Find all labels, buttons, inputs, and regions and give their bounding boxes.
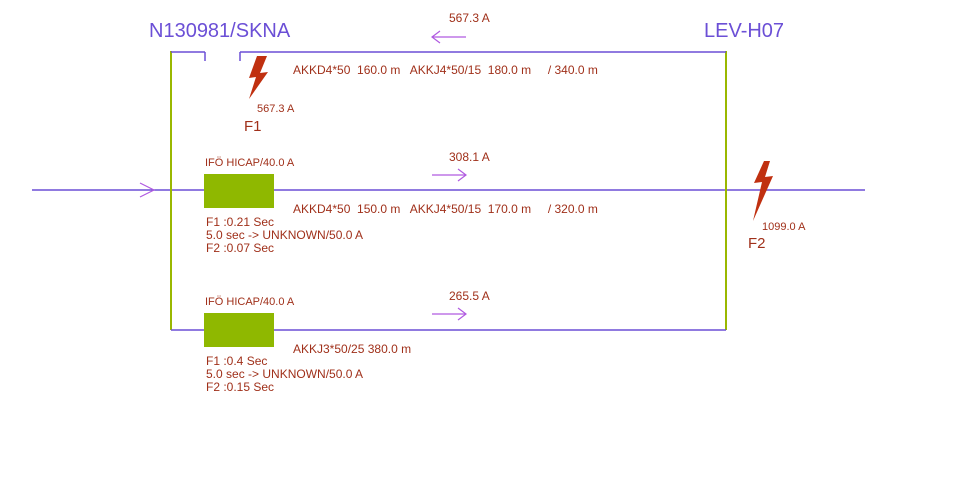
fault-f2-name: F2 [748,235,766,252]
middle-timing-unknown: 5.0 sec -> UNKNOWN/50.0 A [206,228,364,242]
bottom-fuse[interactable] [204,313,274,347]
fault-f1-current: 567.3 A [257,103,295,115]
middle-current-arrow-icon [432,168,467,182]
fault-f2-bolt-icon [753,161,773,221]
right-node-title: LEV-H07 [704,20,785,42]
left-node-title: N130981/SKNA [149,20,291,42]
bottom-current-arrow-icon [432,307,467,321]
incoming-arrow-icon [139,182,156,198]
middle-branch-current: 308.1 A [449,150,490,164]
middle-fuse-label: IFÖ HICAP/40.0 A [205,157,295,169]
top-branch-cables: AKKD4*50 160.0 m AKKJ4*50/15 180.0 m / 3… [293,63,598,77]
bottom-branch-current: 265.5 A [449,289,490,303]
bottom-timing-f2: F2 :0.15 Sec [206,380,275,394]
top-current-arrow-icon [431,30,466,44]
middle-timing-f1: F1 :0.21 Sec [206,215,275,229]
middle-fuse[interactable] [204,174,274,208]
top-branch-current: 567.3 A [449,11,490,25]
bottom-timing-f1: F1 :0.4 Sec [206,354,268,368]
fault-f1-bolt-icon [249,56,268,99]
fault-f1-name: F1 [244,118,262,135]
middle-timing-f2: F2 :0.07 Sec [206,241,275,255]
fault-f2-current: 1099.0 A [762,221,806,233]
middle-branch-cables: AKKD4*50 150.0 m AKKJ4*50/15 170.0 m / 3… [293,202,598,216]
bottom-branch-cables: AKKJ3*50/25 380.0 m [293,342,412,356]
bottom-timing-unknown: 5.0 sec -> UNKNOWN/50.0 A [206,367,364,381]
bottom-fuse-label: IFÖ HICAP/40.0 A [205,296,295,308]
